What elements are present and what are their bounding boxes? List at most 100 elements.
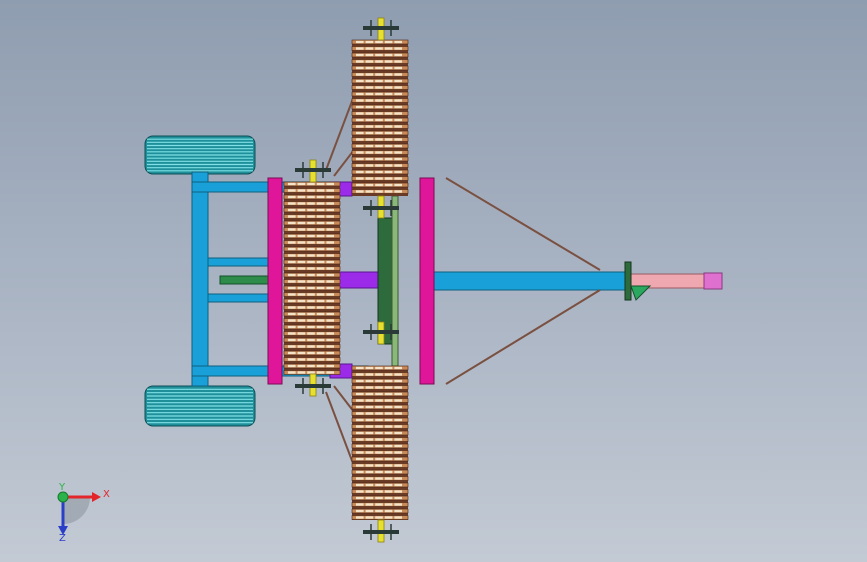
disc-slot <box>316 241 325 244</box>
disc-slot <box>356 431 364 435</box>
disc-slot <box>356 73 364 76</box>
disc-slot <box>384 451 393 454</box>
rear-roller-beam <box>267 177 283 385</box>
disc-slot <box>326 228 334 231</box>
disc-slot <box>365 425 374 428</box>
disc-slot <box>365 99 374 102</box>
disc-slot <box>394 490 402 493</box>
center-axle <box>391 195 399 367</box>
disc-slot <box>394 496 402 500</box>
disc-slot <box>365 177 374 180</box>
disc-slot <box>326 260 334 264</box>
disc-slot <box>365 405 374 409</box>
disc-slot <box>356 99 364 102</box>
spindle-flange <box>295 384 331 388</box>
disc-slot <box>326 351 334 355</box>
disc-slot <box>297 215 306 218</box>
disc-slot <box>356 86 364 89</box>
disc-slot <box>356 366 364 370</box>
disc-slot <box>384 170 393 174</box>
disc-slot <box>297 364 306 368</box>
disc-slot <box>394 438 402 441</box>
disc-slot <box>365 444 374 448</box>
disc-slot <box>375 470 383 474</box>
disc-slot <box>356 412 364 415</box>
disc-slot <box>384 490 393 493</box>
disc-slot <box>394 373 402 376</box>
drawbar <box>433 271 631 291</box>
disc-slot <box>356 144 364 148</box>
disc-slot <box>326 332 334 335</box>
disc-slot <box>375 170 383 174</box>
disc-slot <box>356 60 364 63</box>
disc-slot <box>375 373 383 376</box>
disc-slot <box>384 79 393 83</box>
disc-slot <box>394 483 402 487</box>
disc-slot <box>356 464 364 467</box>
disc-stack <box>283 181 341 375</box>
disc-slot <box>316 247 325 251</box>
disc-slot <box>307 364 315 368</box>
disc-slot <box>384 438 393 441</box>
disc-slot <box>326 234 334 238</box>
disc-slot <box>297 358 306 361</box>
disc-slot <box>375 190 383 193</box>
disc-slot <box>375 79 383 83</box>
disc-slot <box>365 86 374 89</box>
disc-slot <box>356 470 364 474</box>
spindle-flange <box>363 206 399 210</box>
disc-slot <box>375 151 383 154</box>
disc-slot <box>356 183 364 187</box>
disc-slot <box>307 228 315 231</box>
disc-slot <box>365 379 374 383</box>
disc-slot <box>365 431 374 435</box>
disc-slot <box>307 299 315 303</box>
spindle-flange <box>363 330 399 334</box>
disc-slot <box>375 451 383 454</box>
disc-slot <box>365 451 374 454</box>
disc-slot <box>365 170 374 174</box>
disc-slot <box>394 457 402 461</box>
spindle-assembly <box>363 519 399 543</box>
disc-slot <box>307 260 315 264</box>
disc-slot <box>394 431 402 435</box>
disc-slot <box>297 260 306 264</box>
coordinate-triad: X Y Z <box>57 482 110 544</box>
disc-slot <box>375 503 383 506</box>
disc-slot <box>307 234 315 238</box>
disc-slot <box>384 73 393 76</box>
disc-slot <box>394 79 402 83</box>
disc-slot <box>326 267 334 270</box>
disc-slot <box>365 373 374 376</box>
disc-slot <box>394 412 402 415</box>
disc-slot <box>297 345 306 348</box>
disc-slot <box>356 477 364 480</box>
disc-slot <box>375 60 383 63</box>
disc-slot <box>384 477 393 480</box>
disc-slot <box>307 280 315 283</box>
disc-slot <box>356 405 364 409</box>
disc-slot <box>384 125 393 128</box>
disc-slot <box>365 190 374 193</box>
disc-slot <box>356 457 364 461</box>
disc-slot <box>288 234 296 238</box>
disc-slot <box>356 386 364 389</box>
disc-slot <box>365 496 374 500</box>
frame-rail-mid-top <box>207 257 271 267</box>
disc-slot <box>384 151 393 154</box>
disc-slot <box>307 371 315 374</box>
disc-slot <box>394 157 402 161</box>
disc-slot <box>297 273 306 277</box>
disc-slot <box>316 182 325 186</box>
triad-y-label: Y <box>58 482 66 493</box>
spindle-assembly <box>363 17 399 41</box>
disc-slot <box>356 444 364 448</box>
disc-slot <box>297 371 306 374</box>
disc-slot <box>365 457 374 461</box>
disc-slot <box>375 392 383 396</box>
disc-slot <box>297 195 306 199</box>
disc-slot <box>384 144 393 148</box>
disc-slot <box>326 182 334 186</box>
disc-slot <box>297 338 306 342</box>
